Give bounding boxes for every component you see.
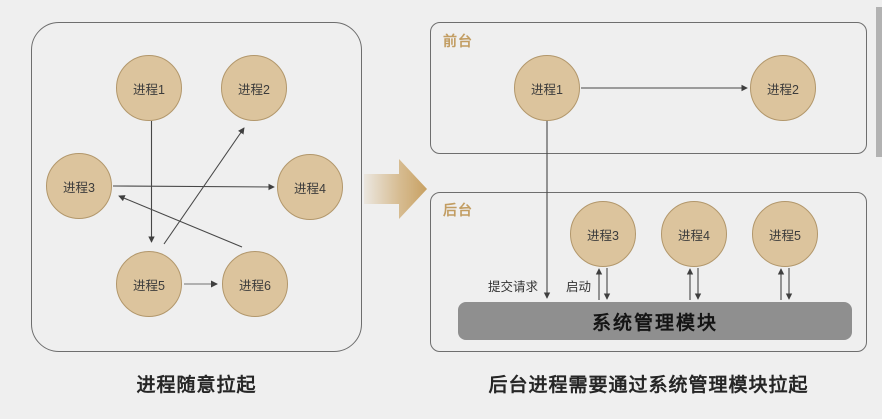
scrollbar-thumb[interactable]: [876, 7, 882, 157]
left-node-4: 进程4: [277, 154, 343, 220]
bg-node-4: 进程4: [661, 201, 727, 267]
system-module-bar: 系统管理模块: [458, 302, 852, 340]
node-label: 进程1: [133, 82, 165, 97]
submit-request-label: 提交请求: [487, 280, 538, 294]
left-panel-box: [31, 22, 362, 352]
bg-node-5: 进程5: [752, 201, 818, 267]
node-label: 进程3: [63, 180, 95, 195]
background-box: [430, 192, 867, 352]
node-label: 进程5: [133, 278, 165, 293]
foreground-box: [430, 22, 867, 154]
left-node-2: 进程2: [221, 55, 287, 121]
arrow-left-p3-to-p4: [112, 183, 275, 191]
node-label: 进程3: [587, 228, 619, 243]
arrow-left-p6-to-p3: [118, 195, 243, 248]
node-label: 进程4: [678, 228, 710, 243]
start-label: 启动: [566, 280, 592, 294]
fg-node-1: 进程1: [514, 55, 580, 121]
node-label: 进程2: [238, 82, 270, 97]
system-module-label: 系统管理模块: [591, 312, 718, 334]
left-node-1: 进程1: [116, 55, 182, 121]
bg-node-3: 进程3: [570, 201, 636, 267]
left-node-5: 进程5: [116, 251, 182, 317]
node-label: 进程6: [239, 278, 271, 293]
arrow-left-p5-to-p2: [163, 127, 245, 245]
fg-node-2: 进程2: [750, 55, 816, 121]
node-label: 进程2: [767, 82, 799, 97]
background-title: 后台: [443, 202, 473, 218]
left-node-3: 进程3: [46, 153, 112, 219]
node-label: 进程4: [294, 181, 326, 196]
left-caption: 进程随意拉起: [136, 375, 257, 396]
right-caption: 后台进程需要通过系统管理模块拉起: [488, 375, 809, 396]
node-label: 进程5: [769, 228, 801, 243]
foreground-title: 前台: [443, 33, 473, 49]
left-node-6: 进程6: [222, 251, 288, 317]
transition-arrow-icon: [364, 159, 427, 219]
node-label: 进程1: [531, 82, 563, 97]
